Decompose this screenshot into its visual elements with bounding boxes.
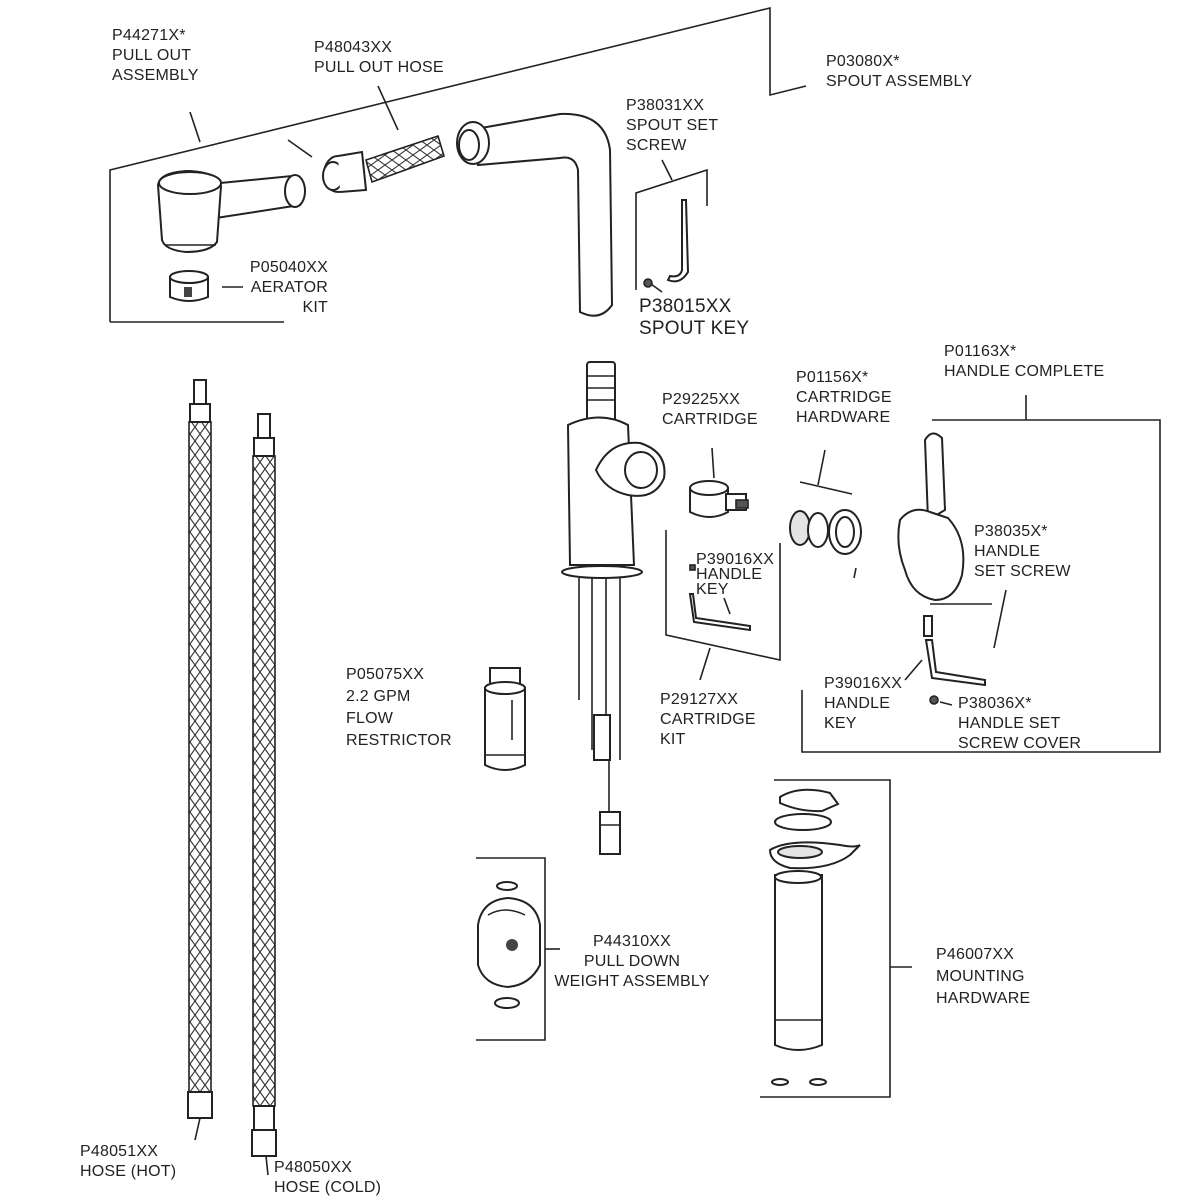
spout-set-screw-part xyxy=(635,159,708,293)
hose-cold-part xyxy=(251,413,277,1176)
cartridge-hardware-part xyxy=(789,449,862,579)
spout-assembly-bracket xyxy=(109,6,807,323)
label-cartridge: P29225XX CARTRIDGE xyxy=(662,391,758,428)
mounting-hardware-part xyxy=(760,779,912,1098)
label-handle-complete: P01163X* HANDLE COMPLETE xyxy=(944,343,1105,380)
label-cartridge-hardware: P01156X* CARTRIDGE HARDWARE xyxy=(796,369,892,426)
label-hose-cold: P48050XX HOSE (COLD) xyxy=(274,1159,382,1196)
label-aerator-kit: P05040XX AERATOR KIT xyxy=(249,259,328,316)
label-pull-out-hose: P48043XX PULL OUT HOSE xyxy=(314,39,444,76)
label-handle-set-screw-cover: P38036X* HANDLE SET SCREW COVER xyxy=(958,695,1082,752)
label-pull-out-assembly: P44271X* PULL OUT ASSEMBLY xyxy=(112,27,199,84)
label-spout-set-screw: P38031XX SPOUT SET SCREW xyxy=(626,97,719,154)
flow-restrictor-part xyxy=(484,667,526,771)
spout-assembly-part xyxy=(456,112,614,317)
label-handle-key-cartridge: P39016XX HANDLE KEY xyxy=(696,551,775,598)
cartridge-kit-bracket xyxy=(665,530,781,681)
label-handle-key: P39016XX HANDLE KEY xyxy=(824,675,903,732)
label-cartridge-kit: P29127XX CARTRIDGE KIT xyxy=(660,691,756,748)
pull-down-weight-part xyxy=(476,857,560,1041)
aerator-kit-part xyxy=(169,270,243,302)
pull-out-assembly-part xyxy=(156,169,306,254)
label-hose-hot: P48051XX HOSE (HOT) xyxy=(80,1143,177,1180)
valve-body-part xyxy=(561,361,666,855)
cartridge-part xyxy=(689,447,749,518)
label-mounting-hardware: P46007XX MOUNTING HARDWARE xyxy=(936,946,1031,1007)
hose-hot-part xyxy=(187,379,213,1141)
label-flow-restrictor: P05075XX 2.2 GPM FLOW RESTRICTOR xyxy=(346,666,452,749)
handle-set-screw-part xyxy=(904,589,1007,706)
handle-complete-bracket xyxy=(801,395,1161,753)
label-handle-set-screw: P38035X* HANDLE SET SCREW xyxy=(974,523,1071,580)
label-pull-down-weight: P44310XX PULL DOWN WEIGHT ASSEMBLY xyxy=(554,933,710,990)
pull-out-hose-part xyxy=(322,134,445,193)
handle-part xyxy=(897,432,965,602)
label-spout-assembly: P03080X* SPOUT ASSEMBLY xyxy=(826,53,973,90)
label-spout-key: P38015XX SPOUT KEY xyxy=(639,296,750,339)
